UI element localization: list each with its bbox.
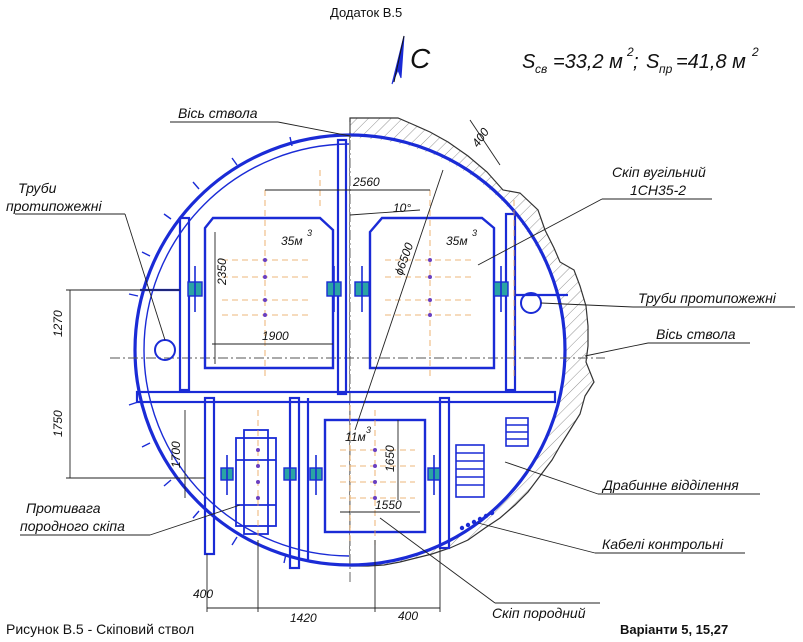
dim-vol-left: 35м xyxy=(281,234,303,248)
label-shaft-axis-top: Вісь ствола xyxy=(178,105,258,121)
label-ladder: Драбинне відділення xyxy=(601,477,739,493)
areas-separator: ; xyxy=(633,51,639,73)
control-cables xyxy=(459,510,495,531)
dim-vol-small: 11м xyxy=(345,430,366,444)
s-pr-symbol: S xyxy=(646,51,660,73)
dim-2560: 2560 xyxy=(352,175,380,189)
label-fire-pipes-left-1: Труби xyxy=(18,180,57,196)
label-cables: Кабелі контрольні xyxy=(602,536,724,552)
guide-brackets xyxy=(194,266,502,495)
dim-1700: 1700 xyxy=(169,441,183,468)
s-sv-symbol: S xyxy=(522,51,536,73)
s-pr-pow: 2 xyxy=(751,45,759,59)
dim-vol-right-pow: 3 xyxy=(472,228,477,238)
label-shaft-axis-right: Вісь ствола xyxy=(656,326,736,342)
s-sv-value: =33,2 м xyxy=(553,51,623,73)
dim-vol-small-pow: 3 xyxy=(366,425,371,435)
dim-vol-left-pow: 3 xyxy=(307,228,312,238)
figure-caption: Рисунок В.5 - Скіповий ствол xyxy=(6,621,194,637)
north-letter: С xyxy=(410,43,431,74)
areas-formula: S св =33,2 м 2 ; S пр =41,8 м 2 xyxy=(522,45,759,76)
dim-2350: 2350 xyxy=(215,258,229,286)
ladder-compartment xyxy=(455,417,529,498)
coal-skip-right xyxy=(368,216,496,370)
label-skip-rock: Скіп породний xyxy=(492,605,586,621)
dim-400-top: 400 xyxy=(469,125,492,150)
concrete-lining xyxy=(349,117,595,567)
leader-lines xyxy=(15,121,795,604)
counterweight xyxy=(235,429,277,535)
label-counterweight-2: породного скіпа xyxy=(20,518,125,534)
dim-400-bottom-right: 400 xyxy=(398,609,418,623)
variants-note: Варіанти 5, 15,27 xyxy=(620,622,728,637)
s-pr-value: =41,8 м xyxy=(676,51,746,73)
dim-1900: 1900 xyxy=(262,329,289,343)
tubbing-segments xyxy=(128,136,293,564)
north-arrow-icon xyxy=(391,35,405,85)
dim-1550: 1550 xyxy=(375,498,402,512)
s-sv-pow: 2 xyxy=(626,45,634,59)
dim-10deg: 10° xyxy=(393,201,411,215)
dim-vol-right: 35м xyxy=(446,234,468,248)
dim-400-bottom-left: 400 xyxy=(193,587,213,601)
appendix-title: Додаток В.5 xyxy=(330,5,402,20)
label-fire-pipes-right: Труби протипожежні xyxy=(638,290,777,306)
label-skip-coal-2: 1СН35-2 xyxy=(630,182,686,198)
dimension-lines xyxy=(66,119,501,612)
s-pr-sub: пр xyxy=(659,62,673,76)
s-sv-sub: св xyxy=(535,62,547,76)
shaft-inner-ring xyxy=(143,143,349,557)
dim-1270: 1270 xyxy=(51,310,65,337)
label-skip-coal-1: Скіп вугільний xyxy=(612,164,706,180)
dim-1750: 1750 xyxy=(51,410,65,437)
dim-1420: 1420 xyxy=(290,611,317,625)
guide-marks xyxy=(222,170,515,545)
dim-1650: 1650 xyxy=(383,445,397,472)
label-counterweight-1: Противага xyxy=(26,500,101,516)
label-fire-pipes-left-2: протипожежні xyxy=(6,198,103,214)
guide-dots xyxy=(256,258,432,500)
coal-skip-left xyxy=(203,216,335,370)
